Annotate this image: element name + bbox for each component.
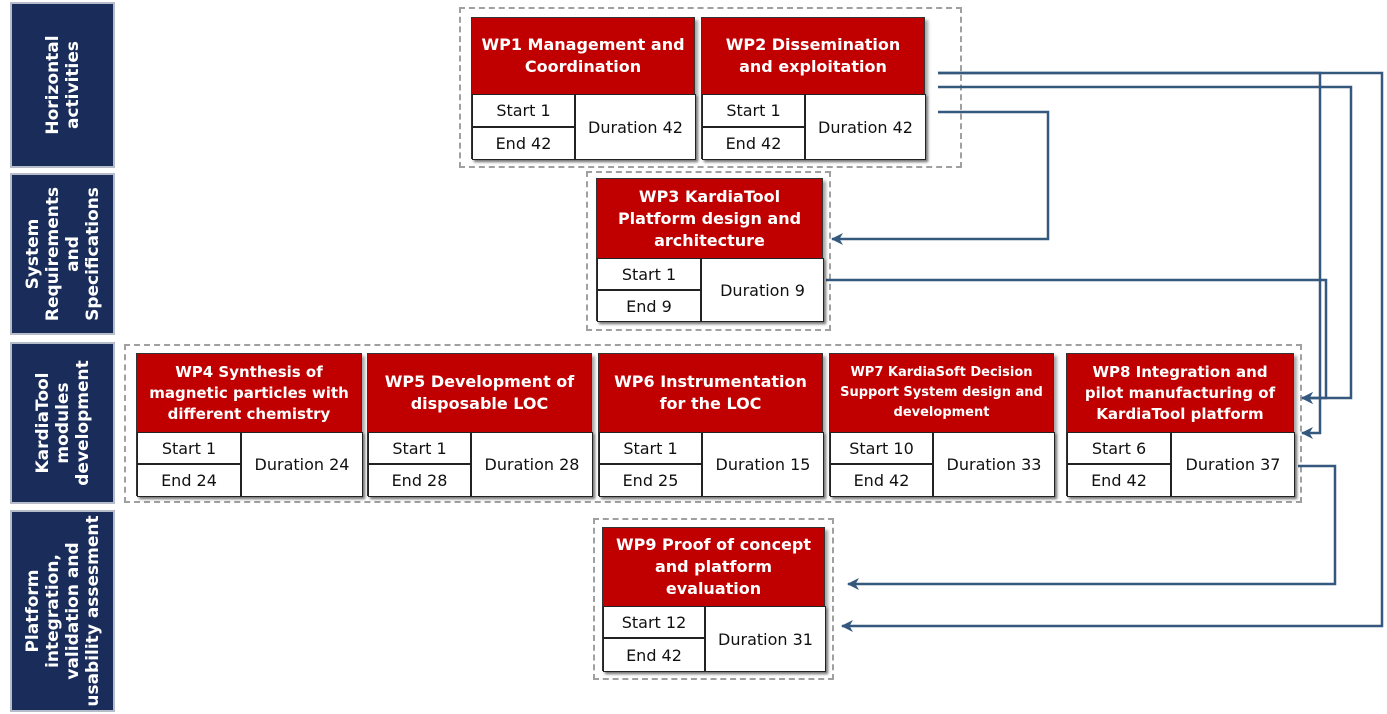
wp4-end: End 24	[137, 464, 241, 497]
wp1-card: WP1 Management and Coordination Start 1 …	[471, 17, 696, 160]
wp8-duration: Duration 37	[1171, 432, 1295, 497]
wp3-title: WP3 KardiaTool Platform design and archi…	[597, 179, 822, 258]
wp2-title: WP2 Dissemination and exploitation	[702, 18, 924, 94]
wp6-end: End 25	[599, 464, 702, 497]
wp7-start: Start 10	[830, 432, 933, 464]
group-integration	[593, 518, 834, 680]
wp7-duration: Duration 33	[933, 432, 1055, 497]
wp4-start: Start 1	[137, 432, 241, 464]
arrow-wp3-to-wp8	[826, 278, 1328, 404]
wp3-end: End 9	[597, 290, 701, 322]
arrow-wp2-to-wp3	[831, 110, 1050, 245]
wp3-start: Start 1	[597, 258, 701, 290]
wp2-card: WP2 Dissemination and exploitation Start…	[701, 17, 926, 160]
wp9-duration: Duration 31	[705, 606, 826, 672]
wp5-start: Start 1	[368, 432, 471, 464]
lane-platform-integration: Platform integration, validation and usa…	[10, 510, 115, 712]
wp3-duration: Duration 9	[701, 258, 824, 322]
wp7-title: WP7 KardiaSoft Decision Support System d…	[830, 354, 1053, 432]
wp5-title: WP5 Development of disposable LOC	[368, 354, 591, 432]
wp6-duration: Duration 15	[702, 432, 824, 497]
group-modules	[124, 344, 1302, 503]
wp2-duration: Duration 42	[805, 94, 926, 160]
wp4-card: WP4 Synthesis of magnetic particles with…	[136, 353, 363, 497]
wp7-card: WP7 KardiaSoft Decision Support System d…	[829, 353, 1055, 497]
wp1-title: WP1 Management and Coordination	[472, 18, 694, 94]
wp1-duration: Duration 42	[575, 94, 696, 160]
wp9-title: WP9 Proof of concept and platform evalua…	[603, 528, 824, 606]
lane-modules-development: KardiaTool modules development	[10, 342, 115, 504]
wp9-end: End 42	[603, 638, 705, 672]
arrow-wp2-to-wp8-bottom	[938, 71, 1322, 439]
wp4-title: WP4 Synthesis of magnetic particles with…	[137, 354, 361, 432]
wp2-end: End 42	[702, 127, 805, 160]
wp4-duration: Duration 24	[241, 432, 363, 497]
wp8-end: End 42	[1067, 464, 1171, 497]
wp6-start: Start 1	[599, 432, 702, 464]
wp7-end: End 42	[830, 464, 933, 497]
wp2-start: Start 1	[702, 94, 805, 127]
wp8-title: WP8 Integration and pilot manufacturing …	[1067, 354, 1293, 432]
lane-system-requirements: System Requirements and Specifications	[10, 173, 115, 335]
wp3-card: WP3 KardiaTool Platform design and archi…	[596, 178, 824, 322]
wp5-end: End 28	[368, 464, 471, 497]
wp6-card: WP6 Instrumentation for the LOC Start 1 …	[598, 353, 824, 497]
wp5-card: WP5 Development of disposable LOC Start …	[367, 353, 593, 497]
arrow-wp2-to-wp8-top	[938, 85, 1353, 404]
wp1-end: End 42	[472, 127, 575, 160]
wp9-card: WP9 Proof of concept and platform evalua…	[602, 527, 826, 672]
wp6-title: WP6 Instrumentation for the LOC	[599, 354, 822, 432]
wp8-card: WP8 Integration and pilot manufacturing …	[1066, 353, 1295, 497]
wp1-start: Start 1	[472, 94, 575, 127]
wp9-start: Start 12	[603, 606, 705, 638]
lane-horizontal-activities: Horizontal activities	[10, 2, 115, 168]
arrow-wp8-to-wp9	[847, 464, 1337, 590]
wp5-duration: Duration 28	[471, 432, 593, 497]
group-sysreq	[586, 171, 831, 331]
wp8-start: Start 6	[1067, 432, 1171, 464]
